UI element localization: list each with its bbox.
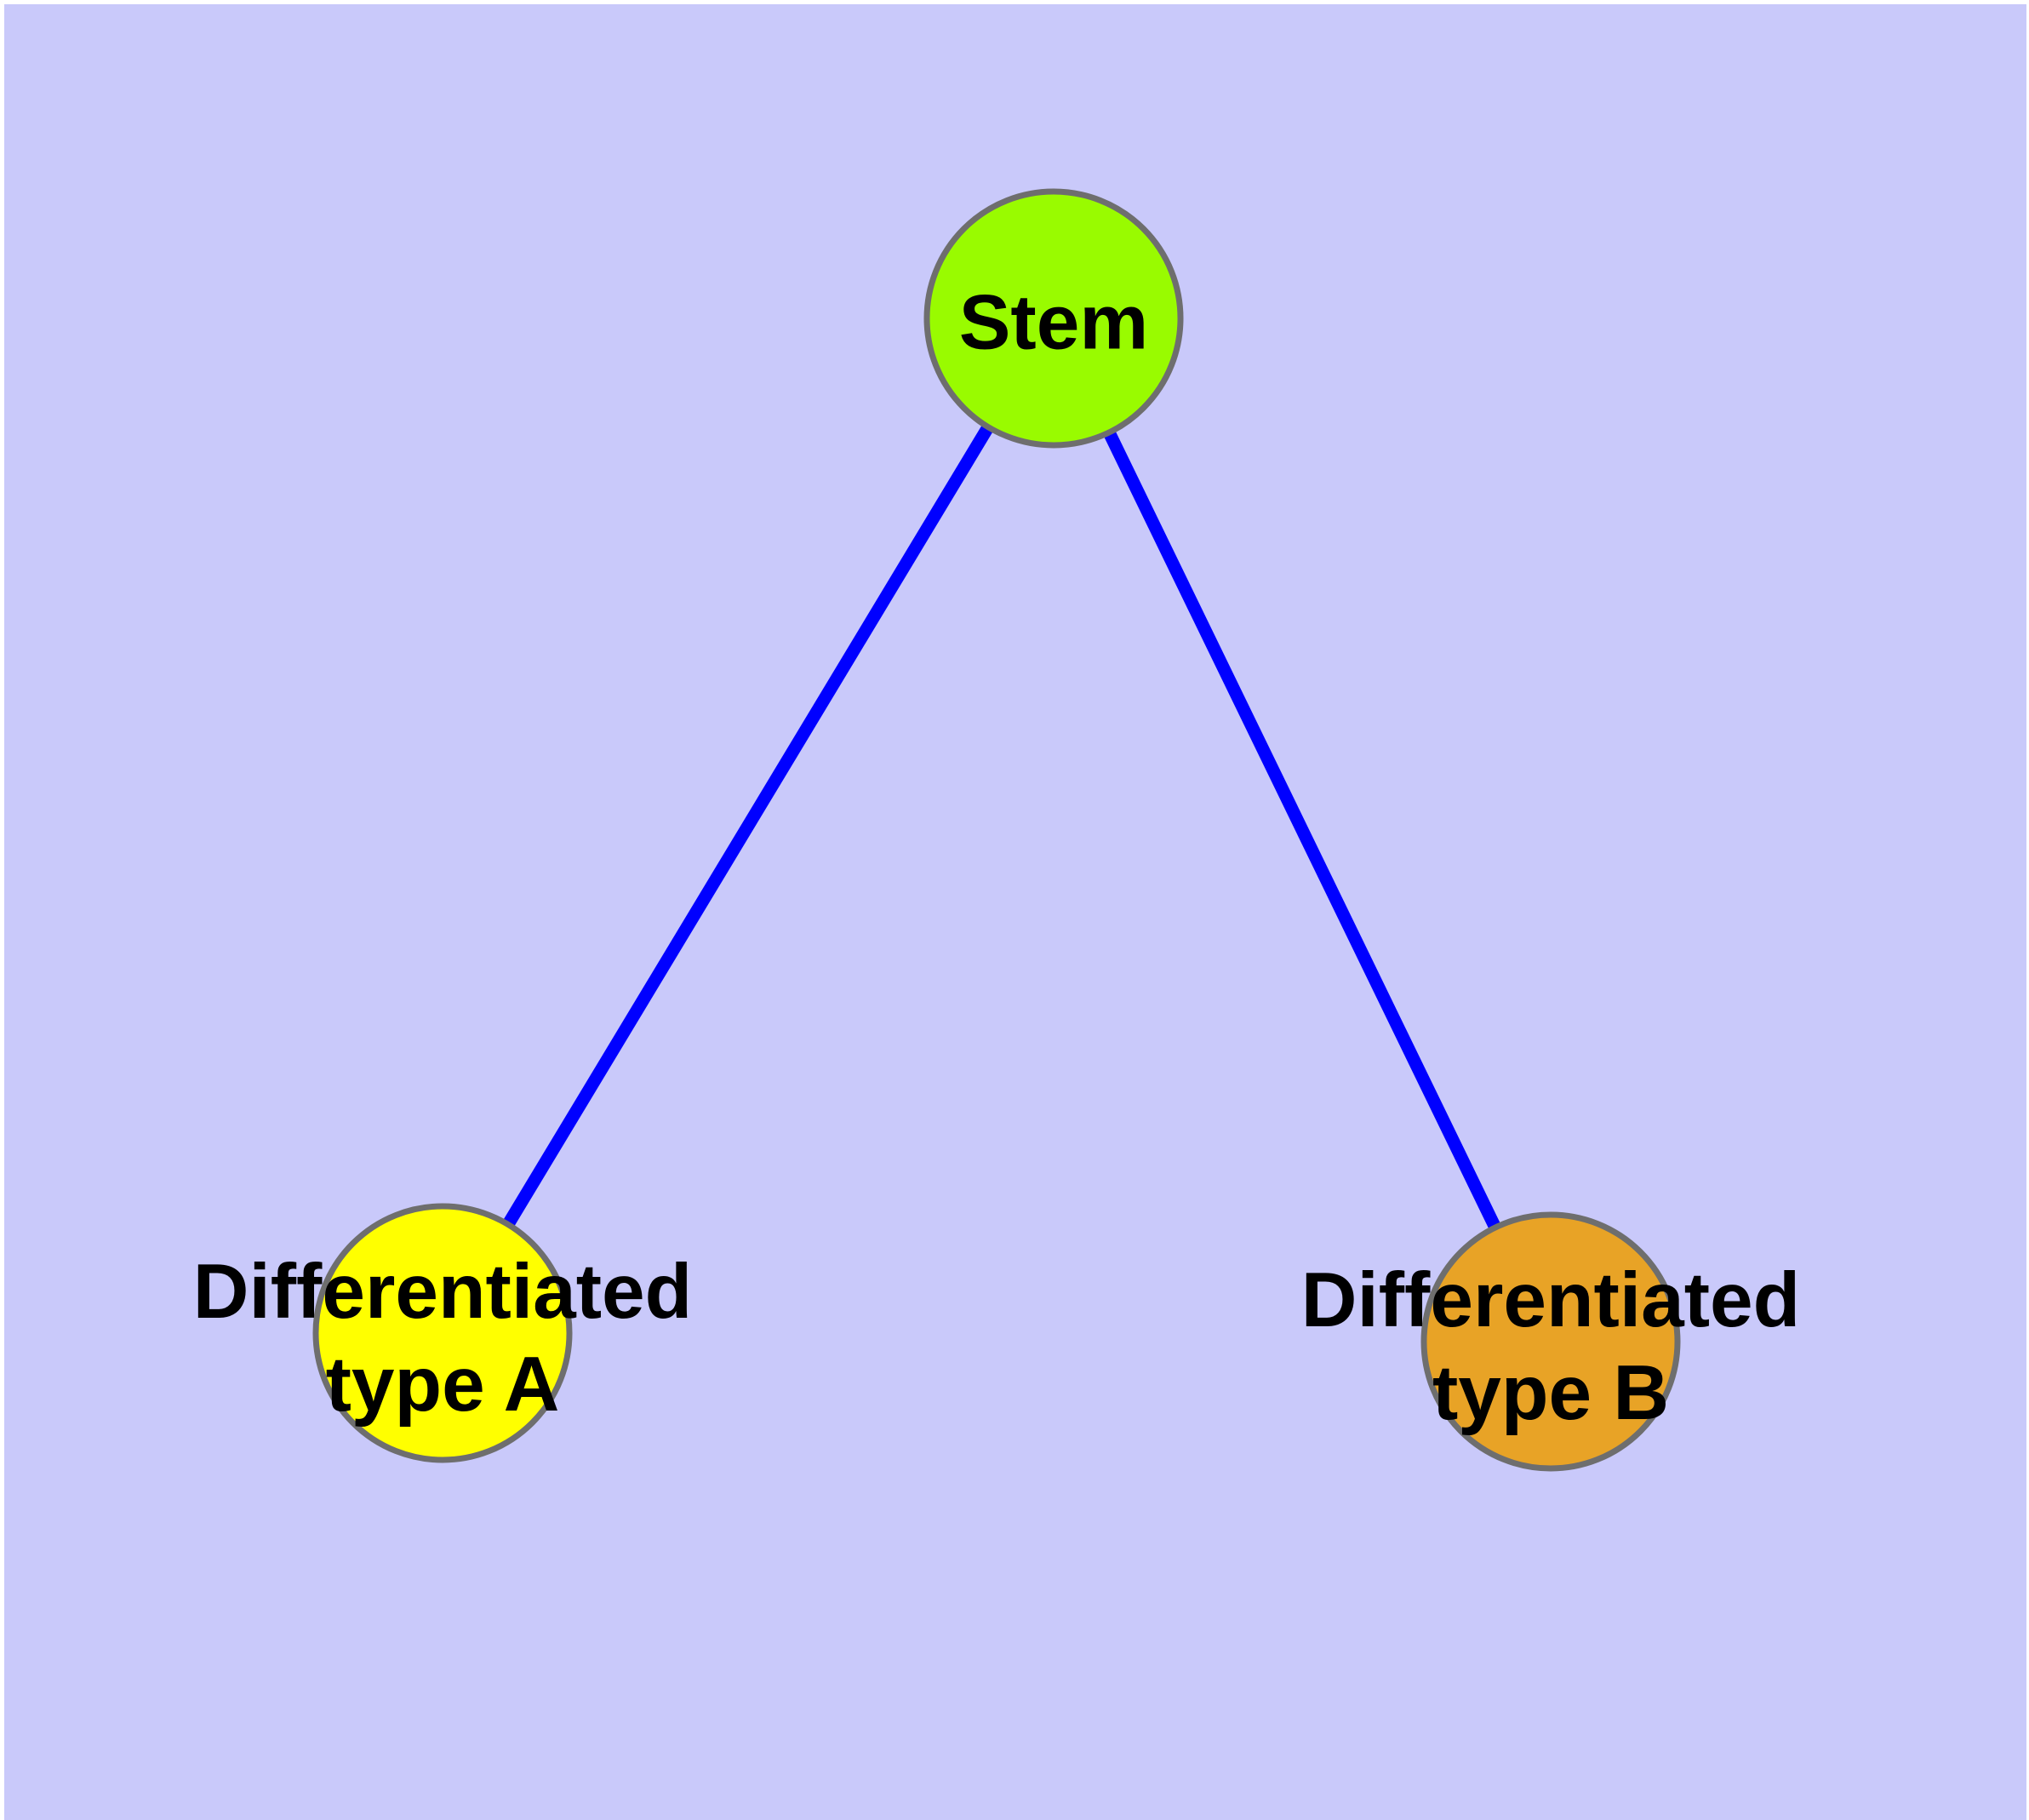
edge-stem-to-type-a bbox=[437, 315, 1060, 1336]
edge-stem-to-type-b bbox=[1048, 315, 1557, 1345]
node-type-a-circle bbox=[312, 1203, 573, 1463]
node-type-b-circle bbox=[1420, 1211, 1681, 1472]
node-stem-circle bbox=[923, 188, 1184, 449]
